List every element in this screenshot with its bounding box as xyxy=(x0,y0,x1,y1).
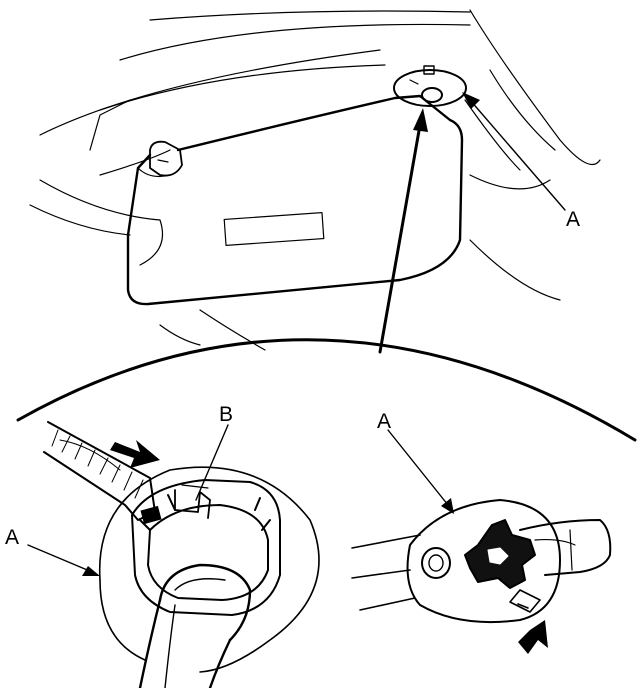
release-tab xyxy=(509,589,541,613)
clip-b xyxy=(174,484,211,519)
detail-pointer-arrow xyxy=(378,108,428,354)
detail-right xyxy=(351,429,612,654)
mounting-cover-top xyxy=(393,65,467,107)
label-a-left: A xyxy=(5,526,19,549)
label-b-leader xyxy=(195,424,229,501)
label-a-top-leader xyxy=(462,92,566,211)
roof-headliner-lines xyxy=(29,9,601,351)
detail-left xyxy=(27,421,320,688)
label-a-right-leader xyxy=(387,429,454,514)
mounting-hole xyxy=(421,547,451,579)
label-a-top: A xyxy=(566,208,580,231)
flat-screwdriver xyxy=(43,421,162,525)
label-a-left-leader xyxy=(27,544,100,576)
visor-arm xyxy=(519,519,612,576)
sun-visor xyxy=(126,94,464,306)
push-direction-arrow-left xyxy=(110,440,160,468)
visor-rod xyxy=(138,563,252,688)
detail-view-boundary xyxy=(16,338,637,442)
label-b: B xyxy=(219,403,233,426)
visor-clip xyxy=(149,140,183,177)
label-a-right: A xyxy=(377,410,391,433)
push-direction-arrow-right xyxy=(518,620,548,654)
vanity-mirror-cover xyxy=(223,212,325,246)
